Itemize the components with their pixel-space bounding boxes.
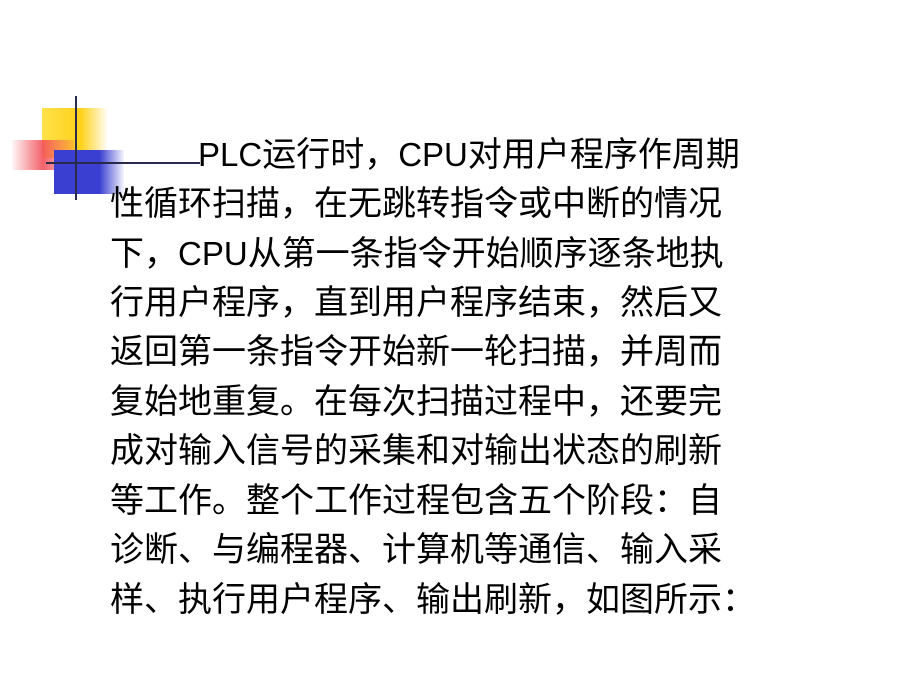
text-line: 诊断、与编程器、计算机等通信、输入采 — [110, 526, 850, 576]
text-line: PLC运行时，CPU对用户程序作周期 — [110, 130, 850, 180]
text-segment: 等工作。整个工作过程包含五个阶段：自 — [110, 480, 722, 521]
text-segment: 行用户程序，直到用户程序结束，然后又 — [110, 282, 722, 323]
text-segment: 诊断、与编程器、计算机等通信、输入采 — [110, 530, 722, 570]
text-segment: 样、执行用户程序、输出刷新，如图所示： — [110, 579, 756, 620]
text-segment: 对用户程序作周期 — [467, 135, 740, 175]
blue-square — [54, 150, 124, 194]
text-line: 等工作。整个工作过程包含五个阶段：自 — [110, 477, 850, 527]
slide-body-text: PLC运行时，CPU对用户程序作周期 性循环扫描，在无跳转指令或中断的情况 下，… — [110, 130, 850, 625]
decorative-logo — [12, 96, 200, 200]
text-segment: 运行时， — [262, 135, 399, 175]
text-segment: CPU — [178, 235, 248, 272]
text-line: 性循环扫描，在无跳转指令或中断的情况 — [110, 180, 850, 230]
text-line: 返回第一条指令开始新一轮扫描，并周而 — [110, 328, 850, 378]
text-segment: PLC — [198, 136, 263, 173]
text-line: 下，CPU从第一条指令开始顺序逐条地执 — [110, 229, 850, 279]
text-segment: CPU — [398, 136, 468, 173]
text-segment: 成对输入信号的采集和对输出状态的刷新 — [110, 431, 722, 471]
text-segment: 性循环扫描，在无跳转指令或中断的情况 — [110, 183, 722, 224]
text-segment: 复始地重复。在每次扫描过程中，还要完 — [110, 381, 722, 422]
text-line: 成对输入信号的采集和对输出状态的刷新 — [110, 427, 850, 477]
text-segment: 下， — [110, 234, 178, 274]
text-segment: 返回第一条指令开始新一轮扫描，并周而 — [110, 332, 722, 372]
text-segment: 从第一条指令开始顺序逐条地执 — [247, 234, 724, 274]
text-line: 复始地重复。在每次扫描过程中，还要完 — [110, 378, 850, 428]
text-line: 样、执行用户程序、输出刷新，如图所示： — [110, 576, 850, 626]
text-line: 行用户程序，直到用户程序结束，然后又 — [110, 279, 850, 329]
